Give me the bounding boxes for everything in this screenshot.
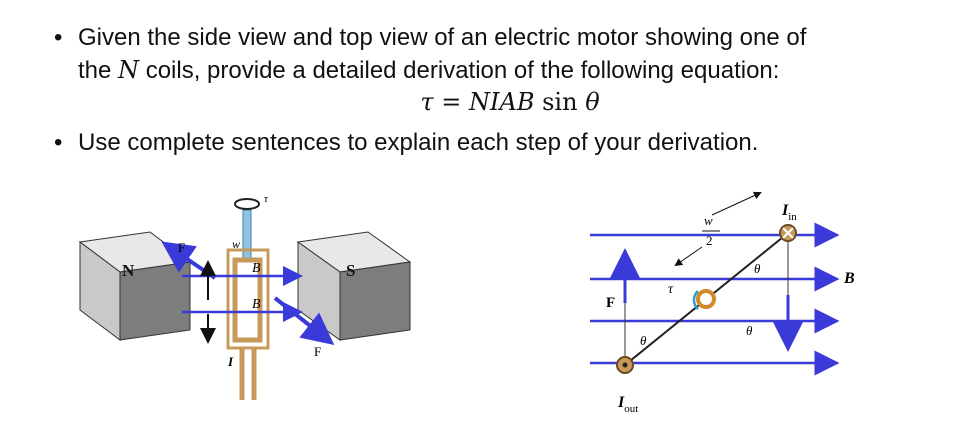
torque-equation: τ = NIAB sin θ (100, 87, 920, 117)
tv-i-out-sub: out (624, 403, 638, 415)
side-view-diagram: N S τ B B F F I w (78, 193, 412, 400)
tv-two-label: 2 (706, 233, 713, 248)
tv-axle (696, 289, 716, 309)
tv-i-in-sub: in (788, 211, 797, 223)
bullet-1-text-a: the (78, 57, 119, 84)
tv-tau-label: τ (668, 282, 674, 297)
tv-w-arrow (711, 191, 762, 216)
tv-i-in-main: I (781, 202, 789, 219)
tv-w-label: w (704, 213, 713, 228)
bullet-item-1: • Given the side view and top view of an… (40, 22, 920, 87)
tv-rotation-icon (692, 290, 699, 310)
bullet-1-text-b: coils, provide a detailed derivation of … (139, 57, 780, 84)
bullet-item-2: • Use complete sentences to explain each… (40, 127, 920, 159)
south-label: S (346, 261, 355, 280)
force-label-top: F (178, 240, 185, 255)
tv-theta-3: θ (746, 323, 753, 338)
torque-arrow (234, 198, 260, 210)
equation-func: sin (542, 88, 578, 116)
side-torque-label: τ (264, 193, 269, 205)
tv-force-label: F (606, 295, 615, 311)
tv-i-out-main: I (617, 394, 625, 411)
field-label-2: B (252, 297, 261, 312)
width-label: w (232, 237, 240, 251)
tv-dot-icon (622, 362, 628, 368)
tv-w-arrow-2 (674, 246, 703, 267)
current-label: I (227, 354, 234, 369)
bullet-dot: • (54, 24, 63, 51)
bullet-list: • Given the side view and top view of an… (40, 22, 920, 159)
tv-theta-1: θ (754, 261, 761, 276)
north-label: N (122, 261, 135, 280)
equation-lhs: τ = NIAB (420, 88, 535, 116)
tv-i-in: Iin (781, 202, 797, 223)
coil (226, 248, 270, 400)
tv-cross-icon (782, 227, 794, 239)
force-label-bottom: F (314, 344, 321, 359)
bullet-2-text: Use complete sentences to explain each s… (78, 129, 759, 156)
tv-field-label: B (843, 270, 855, 287)
force-arrow-bottom (273, 296, 335, 345)
equation-arg: θ (585, 88, 600, 116)
field-label-1: B (252, 261, 261, 276)
bullet-dot: • (54, 129, 63, 156)
top-view-diagram: B F τ w 2 θ θ θ Iin Iout (590, 191, 855, 415)
tv-i-out: Iout (617, 394, 638, 415)
bullet-1-line-2: the N coils, provide a detailed derivati… (78, 54, 920, 87)
south-magnet: S (296, 231, 412, 341)
tv-theta-2: θ (640, 333, 647, 348)
bullet-1-line-1: Given the side view and top view of an e… (78, 24, 807, 51)
bullet-1-variable: N (118, 56, 140, 84)
